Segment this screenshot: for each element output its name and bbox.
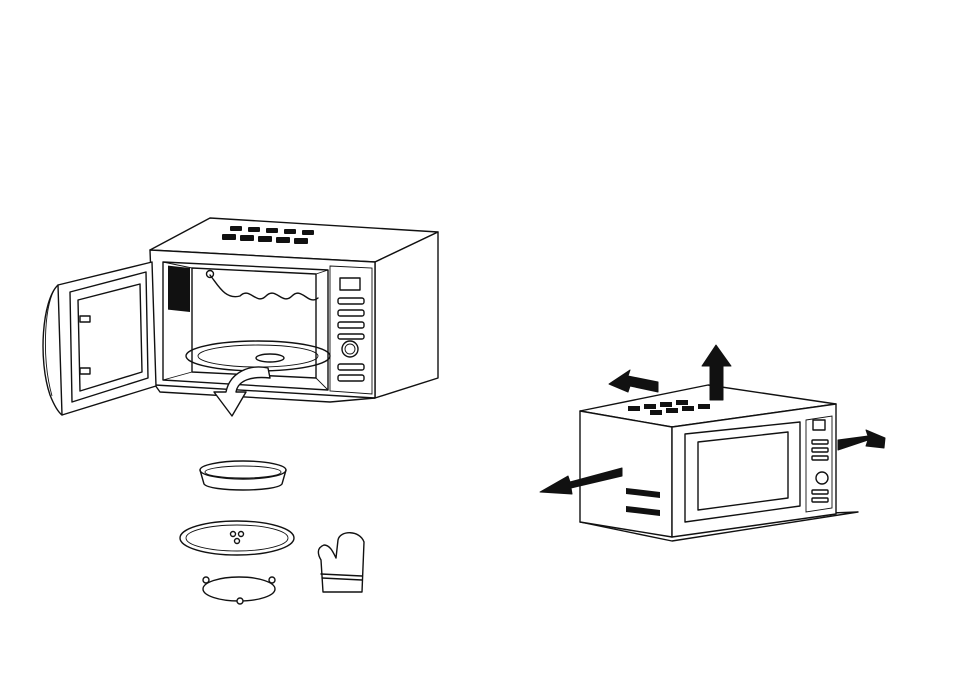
open-door bbox=[43, 262, 156, 415]
roller-ring bbox=[203, 577, 275, 604]
arrow-right bbox=[838, 430, 885, 450]
microwave-body bbox=[150, 218, 438, 402]
microwave-clearance bbox=[540, 345, 885, 541]
oven-mitt bbox=[318, 533, 364, 592]
accessories bbox=[180, 461, 364, 604]
cavity-vent-grille bbox=[168, 266, 190, 312]
microwave-open-door bbox=[43, 218, 438, 416]
crisp-plate bbox=[200, 461, 286, 490]
glass-turntable bbox=[180, 521, 294, 555]
arrow-back-left bbox=[609, 370, 658, 392]
